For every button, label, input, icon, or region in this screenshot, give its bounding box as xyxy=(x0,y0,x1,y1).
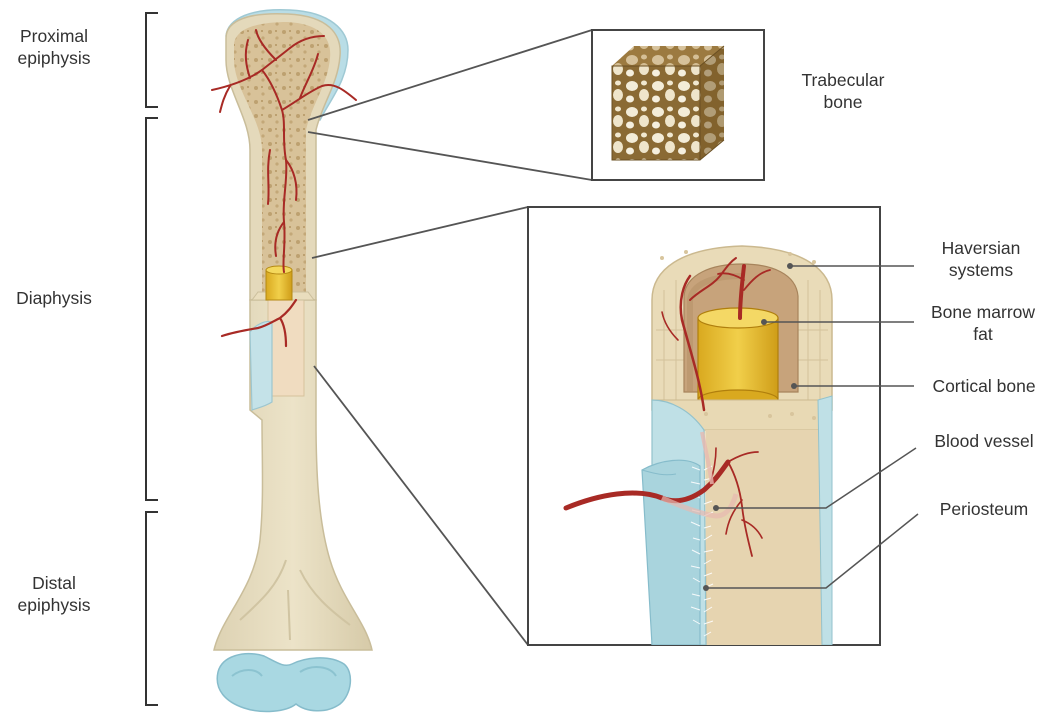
cortical-section-inset xyxy=(528,207,880,645)
label-blood-vessel: Blood vessel xyxy=(934,431,1033,451)
trabecular-bone-inset xyxy=(592,30,764,180)
label-trabecular-bone-line-1: Trabecular xyxy=(802,70,885,90)
label-haversian-systems-line-1: Haversian xyxy=(942,238,1021,258)
distal-articular-cartilage xyxy=(217,654,350,712)
label-cortical-bone-line-1: Cortical bone xyxy=(932,376,1035,396)
periosteum-flap xyxy=(250,321,272,410)
bracket-proximal xyxy=(146,13,158,107)
bracket-distal xyxy=(146,512,158,705)
label-distal-epiphysis-line-2: epiphysis xyxy=(18,595,91,615)
marrow-fat-small xyxy=(266,266,292,300)
label-periosteum: Periosteum xyxy=(940,499,1029,519)
label-periosteum-line-1: Periosteum xyxy=(940,499,1029,519)
bracket-diaphysis xyxy=(146,118,158,500)
label-diaphysis-line-1: Diaphysis xyxy=(16,288,92,308)
periosteum-curl xyxy=(642,460,700,645)
medullary-cavity xyxy=(268,300,304,396)
label-distal-epiphysis-line-1: Distal xyxy=(32,573,76,593)
long-bone xyxy=(212,10,372,712)
label-proximal-epiphysis-line-1: Proximal xyxy=(20,26,88,46)
label-haversian-systems-line-2: systems xyxy=(949,260,1013,280)
label-bone-marrow-fat-line-1: Bone marrow xyxy=(931,302,1035,322)
label-trabecular-bone-line-2: bone xyxy=(824,92,863,112)
label-proximal-epiphysis-line-2: epiphysis xyxy=(18,48,91,68)
label-diaphysis: Diaphysis xyxy=(16,288,92,308)
label-cortical-bone: Cortical bone xyxy=(932,376,1035,396)
label-bone-marrow-fat-line-2: fat xyxy=(973,324,993,344)
label-blood-vessel-line-1: Blood vessel xyxy=(934,431,1033,451)
